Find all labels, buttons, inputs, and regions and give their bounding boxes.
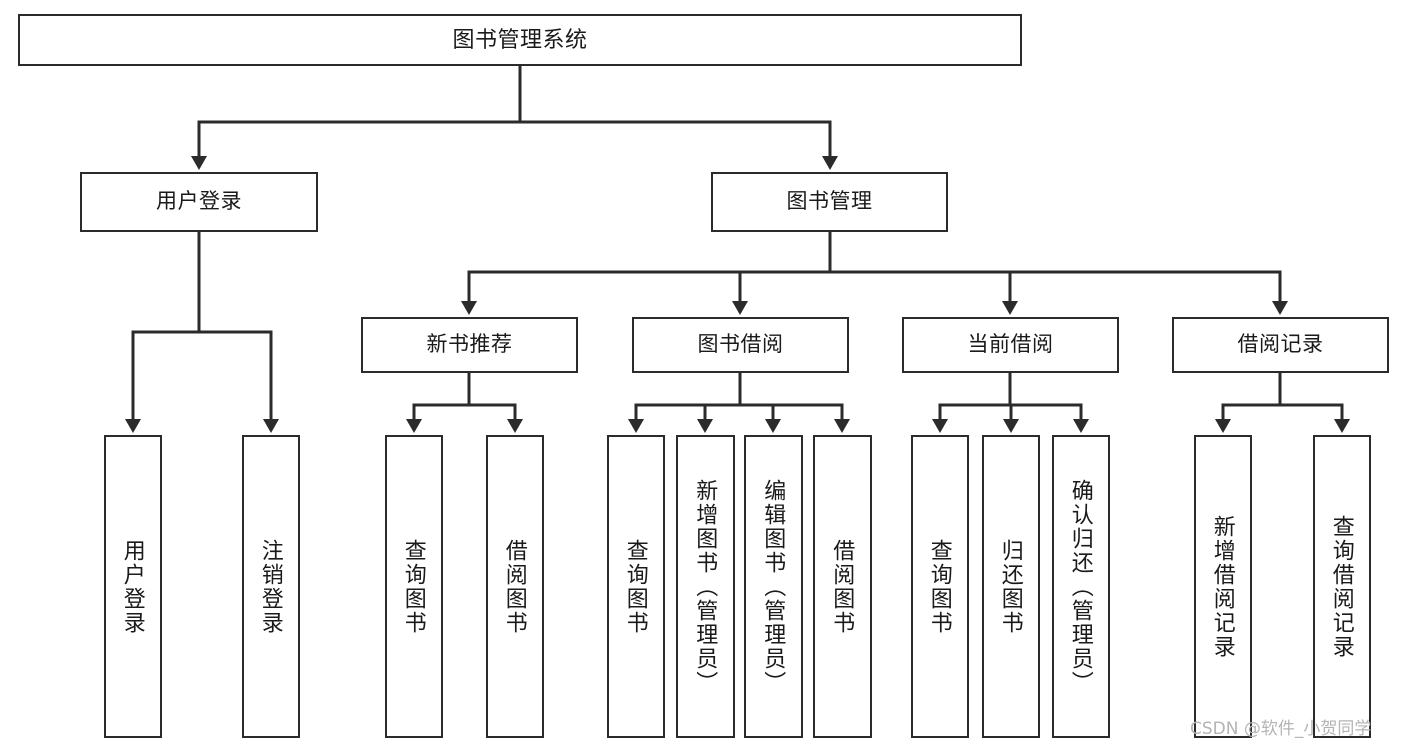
node-leaf-borrow-lend[interactable]: 借阅图书: [813, 435, 872, 738]
arrow-to-current-confirm-icon: [1073, 419, 1089, 433]
node-leaf-user-logout[interactable]: 注销登录: [242, 435, 300, 738]
csdn-watermark: CSDN @软件_小贺同学: [1190, 719, 1372, 739]
node-l3-new[interactable]: 新书推荐: [361, 317, 578, 373]
node-label-l3-borrow: 图书借阅: [697, 332, 784, 356]
node-leaf-borrow-add[interactable]: 新增图书（管理员）: [676, 435, 735, 738]
arrow-to-record-add-icon: [1215, 419, 1231, 433]
arrow-to-new-recommend-icon: [461, 301, 477, 315]
node-label-l2-user: 用户登录: [156, 189, 242, 213]
arrow-to-current-return-icon: [1003, 419, 1019, 433]
node-label-l3-new: 新书推荐: [426, 332, 513, 356]
node-label-leaf-current-query: 查询图书: [927, 538, 953, 635]
arrow-to-book-manage-l2-icon: [822, 156, 838, 170]
node-label-leaf-borrow-lend: 借阅图书: [830, 538, 856, 635]
arrow-to-current-borrow-icon: [1002, 301, 1018, 315]
node-l3-record[interactable]: 借阅记录: [1172, 317, 1389, 373]
connector-arrowheads: [125, 156, 1350, 433]
arrow-to-user-login-l2-icon: [191, 156, 207, 170]
arrow-to-user-login-leaf-icon: [125, 419, 141, 433]
arrow-to-borrow-query-icon: [628, 419, 644, 433]
node-label-root: 图书管理系统: [452, 27, 588, 53]
node-label-l3-record: 借阅记录: [1237, 332, 1324, 356]
node-leaf-current-confirm[interactable]: 确认归还（管理员）: [1052, 435, 1110, 738]
node-leaf-current-return[interactable]: 归还图书: [982, 435, 1040, 738]
node-label-l3-current: 当前借阅: [967, 332, 1054, 356]
node-l2-user[interactable]: 用户登录: [80, 172, 318, 232]
node-label-leaf-new-query: 查询图书: [401, 538, 427, 635]
arrow-to-current-query-icon: [932, 419, 948, 433]
node-label-leaf-current-confirm: 确认归还（管理员）: [1068, 478, 1094, 695]
node-leaf-current-query[interactable]: 查询图书: [911, 435, 969, 738]
node-label-leaf-user-logout: 注销登录: [258, 538, 284, 635]
node-label-l2-book: 图书管理: [786, 189, 873, 213]
node-label-leaf-record-add: 新增借阅记录: [1210, 514, 1236, 659]
node-label-leaf-record-query: 查询借阅记录: [1329, 514, 1355, 659]
node-leaf-user-login[interactable]: 用户登录: [104, 435, 162, 738]
arrow-to-new-borrow-icon: [507, 419, 523, 433]
node-leaf-new-borrow[interactable]: 借阅图书: [486, 435, 544, 738]
node-root[interactable]: 图书管理系统: [18, 14, 1022, 66]
node-label-leaf-borrow-add: 新增图书（管理员）: [693, 478, 719, 695]
node-label-leaf-user-login: 用户登录: [120, 538, 146, 635]
node-label-leaf-borrow-query: 查询图书: [623, 538, 649, 635]
node-leaf-new-query[interactable]: 查询图书: [385, 435, 443, 738]
node-l2-book[interactable]: 图书管理: [711, 172, 948, 232]
node-l3-current[interactable]: 当前借阅: [902, 317, 1119, 373]
arrow-to-borrow-add-icon: [697, 419, 713, 433]
node-label-leaf-borrow-edit: 编辑图书（管理员）: [761, 478, 787, 695]
arrow-to-user-logout-leaf-icon: [263, 419, 279, 433]
arrow-to-record-query-icon: [1334, 419, 1350, 433]
arrow-to-borrow-record-icon: [1272, 301, 1288, 315]
node-label-leaf-current-return: 归还图书: [998, 538, 1024, 635]
node-leaf-record-add[interactable]: 新增借阅记录: [1194, 435, 1252, 738]
node-leaf-borrow-edit[interactable]: 编辑图书（管理员）: [744, 435, 803, 738]
node-leaf-borrow-query[interactable]: 查询图书: [607, 435, 665, 738]
node-label-leaf-new-borrow: 借阅图书: [502, 538, 528, 635]
arrow-to-borrow-edit-icon: [765, 419, 781, 433]
arrow-to-book-borrow-icon: [732, 301, 748, 315]
node-leaf-record-query[interactable]: 查询借阅记录: [1313, 435, 1371, 738]
arrow-to-new-query-icon: [406, 419, 422, 433]
node-l3-borrow[interactable]: 图书借阅: [632, 317, 849, 373]
arrow-to-borrow-lend-icon: [834, 419, 850, 433]
